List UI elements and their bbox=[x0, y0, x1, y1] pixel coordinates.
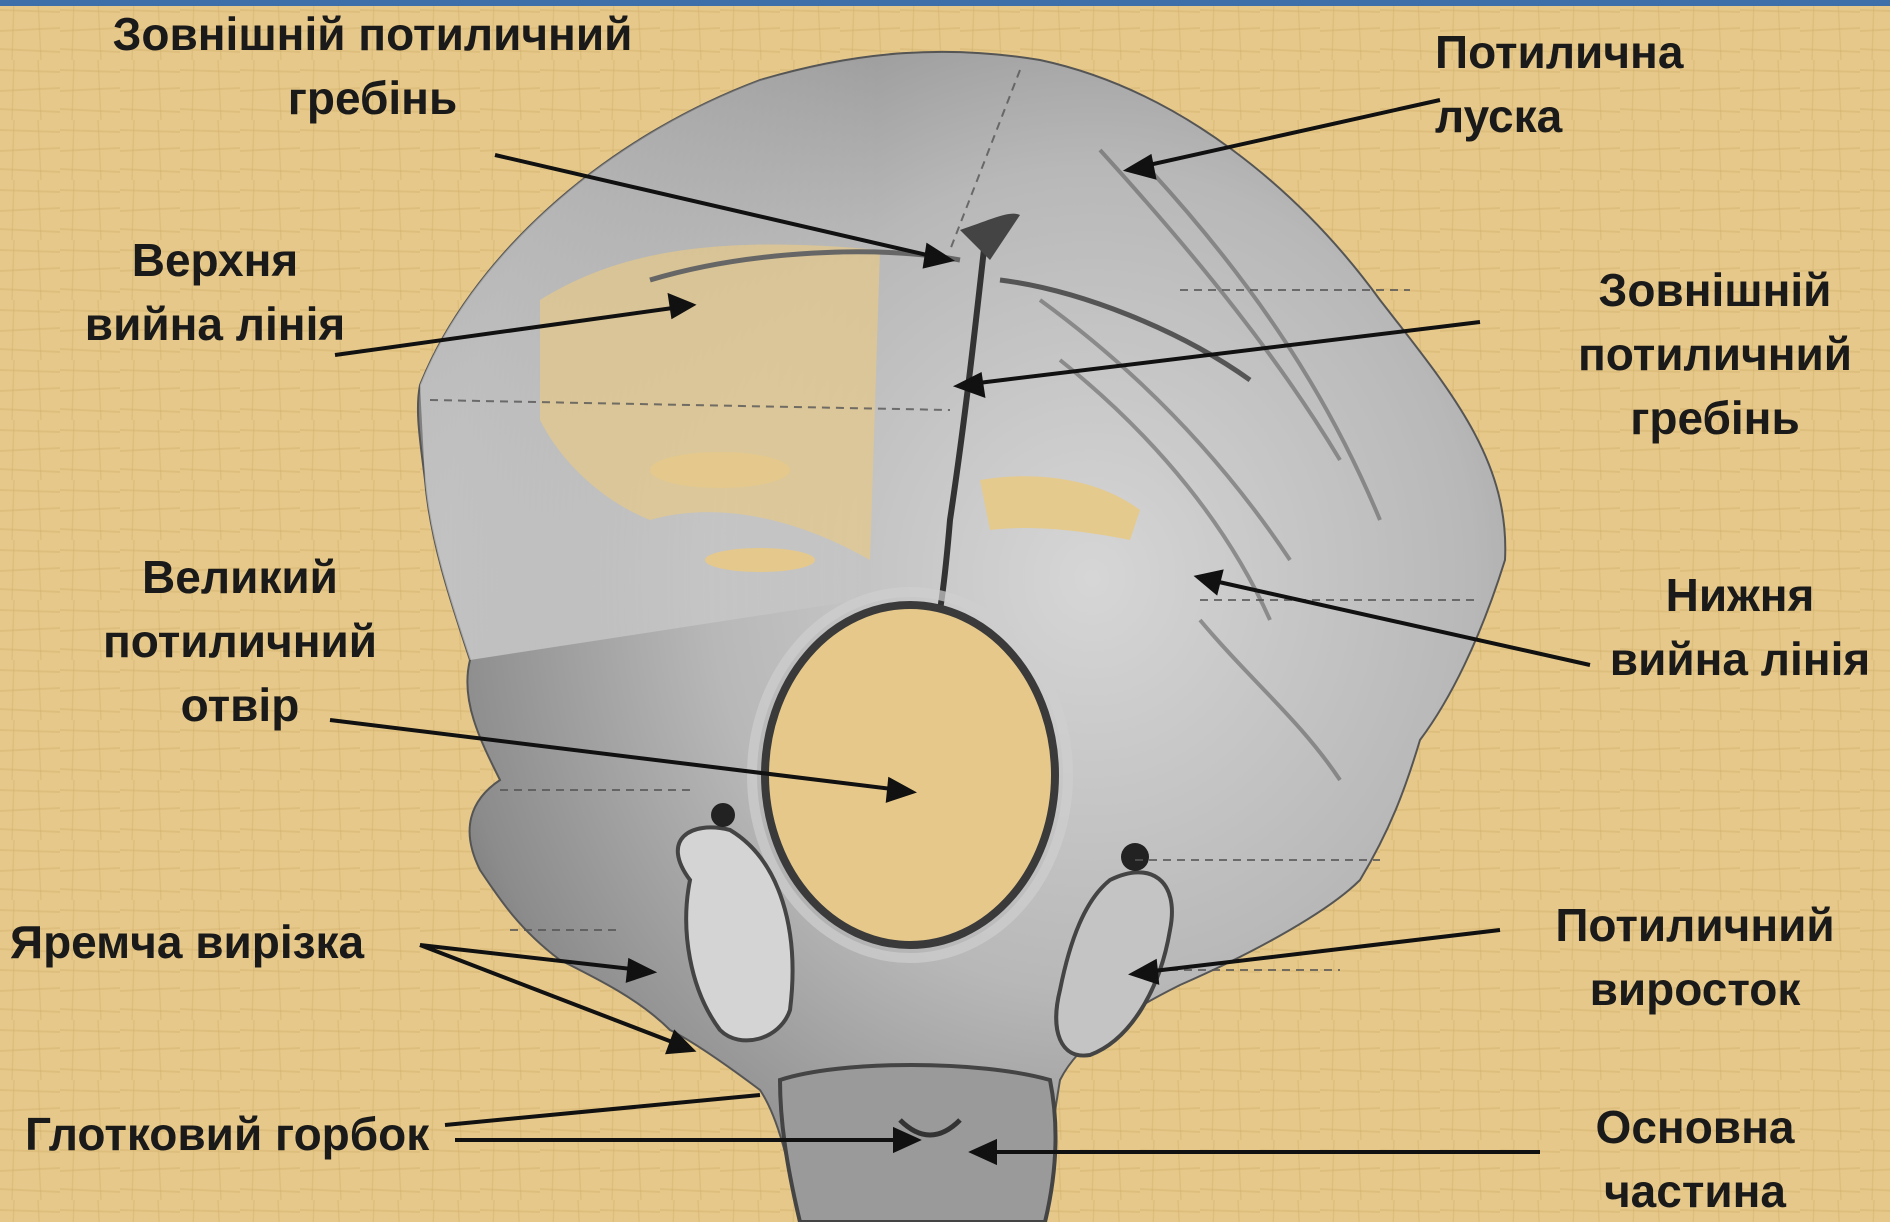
label-line: отвір bbox=[70, 673, 410, 737]
label-external-occipital-crest-top: Зовнішній потиличний гребінь bbox=[70, 2, 675, 130]
label-jugular-notch: Яремча вирізка bbox=[10, 910, 400, 974]
label-line: виросток bbox=[1525, 957, 1865, 1021]
label-pharyngeal-tubercle: Глотковий горбок bbox=[25, 1102, 455, 1166]
label-line: частина bbox=[1540, 1159, 1850, 1223]
label-foramen-magnum: Великий потиличний отвір bbox=[70, 545, 410, 737]
label-line: Потилична bbox=[1435, 20, 1735, 84]
label-basilar-part: Основна частина bbox=[1540, 1095, 1850, 1223]
label-external-occipital-crest-right: Зовнішній потиличний гребінь bbox=[1540, 258, 1890, 450]
label-line: Нижня bbox=[1590, 563, 1890, 627]
label-line: Глотковий горбок bbox=[25, 1102, 455, 1166]
label-line: Зовнішній bbox=[1540, 258, 1890, 322]
label-line: потиличний bbox=[1540, 322, 1890, 386]
label-line: Верхня bbox=[55, 228, 375, 292]
label-line: луска bbox=[1435, 84, 1735, 148]
label-line: Зовнішній потиличний bbox=[70, 2, 675, 66]
label-occipital-condyle: Потиличний виросток bbox=[1525, 893, 1865, 1021]
label-line: Потиличний bbox=[1525, 893, 1865, 957]
label-superior-nuchal-line: Верхня вийна лінія bbox=[55, 228, 375, 356]
label-line: гребінь bbox=[1540, 386, 1890, 450]
label-line: вийна лінія bbox=[55, 292, 375, 356]
label-line: гребінь bbox=[70, 66, 675, 130]
label-line: Великий bbox=[70, 545, 410, 609]
label-line: Основна bbox=[1540, 1095, 1850, 1159]
label-inferior-nuchal-line: Нижня вийна лінія bbox=[1590, 563, 1890, 691]
label-occipital-squama: Потилична луска bbox=[1435, 20, 1735, 148]
label-line: вийна лінія bbox=[1590, 627, 1890, 691]
label-line: Яремча вирізка bbox=[10, 910, 400, 974]
label-line: потиличний bbox=[70, 609, 410, 673]
foramen-magnum bbox=[765, 605, 1055, 945]
basilar-part bbox=[780, 1065, 1055, 1222]
